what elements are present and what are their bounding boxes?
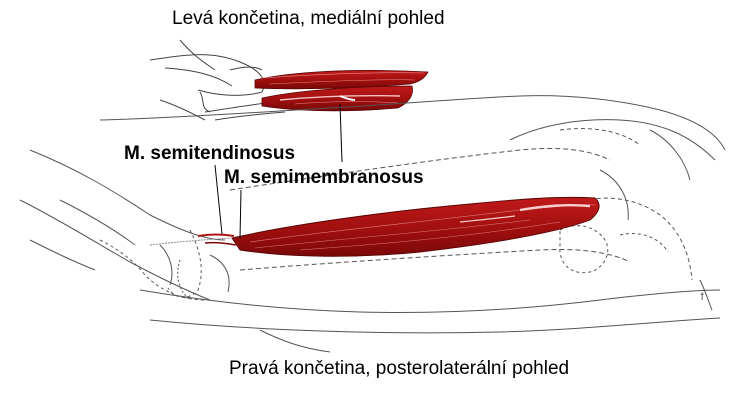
bottom-caption: Pravá končetina, posterolaterální pohled (229, 358, 569, 380)
top-semimembranosus-muscle (262, 86, 412, 111)
semimembranosus-label: M. semimembranosus (224, 167, 424, 189)
semitendinosus-leader-line (215, 165, 222, 234)
semimembranosus-leader-line (240, 190, 241, 238)
semitendinosus-label: M. semitendinosus (124, 143, 295, 165)
bottom-muscle-belly (232, 197, 599, 256)
artist-signature: ꝉ (700, 292, 704, 303)
top-leader-line (340, 104, 342, 162)
top-caption: Levá končetina, mediální pohled (172, 8, 445, 30)
